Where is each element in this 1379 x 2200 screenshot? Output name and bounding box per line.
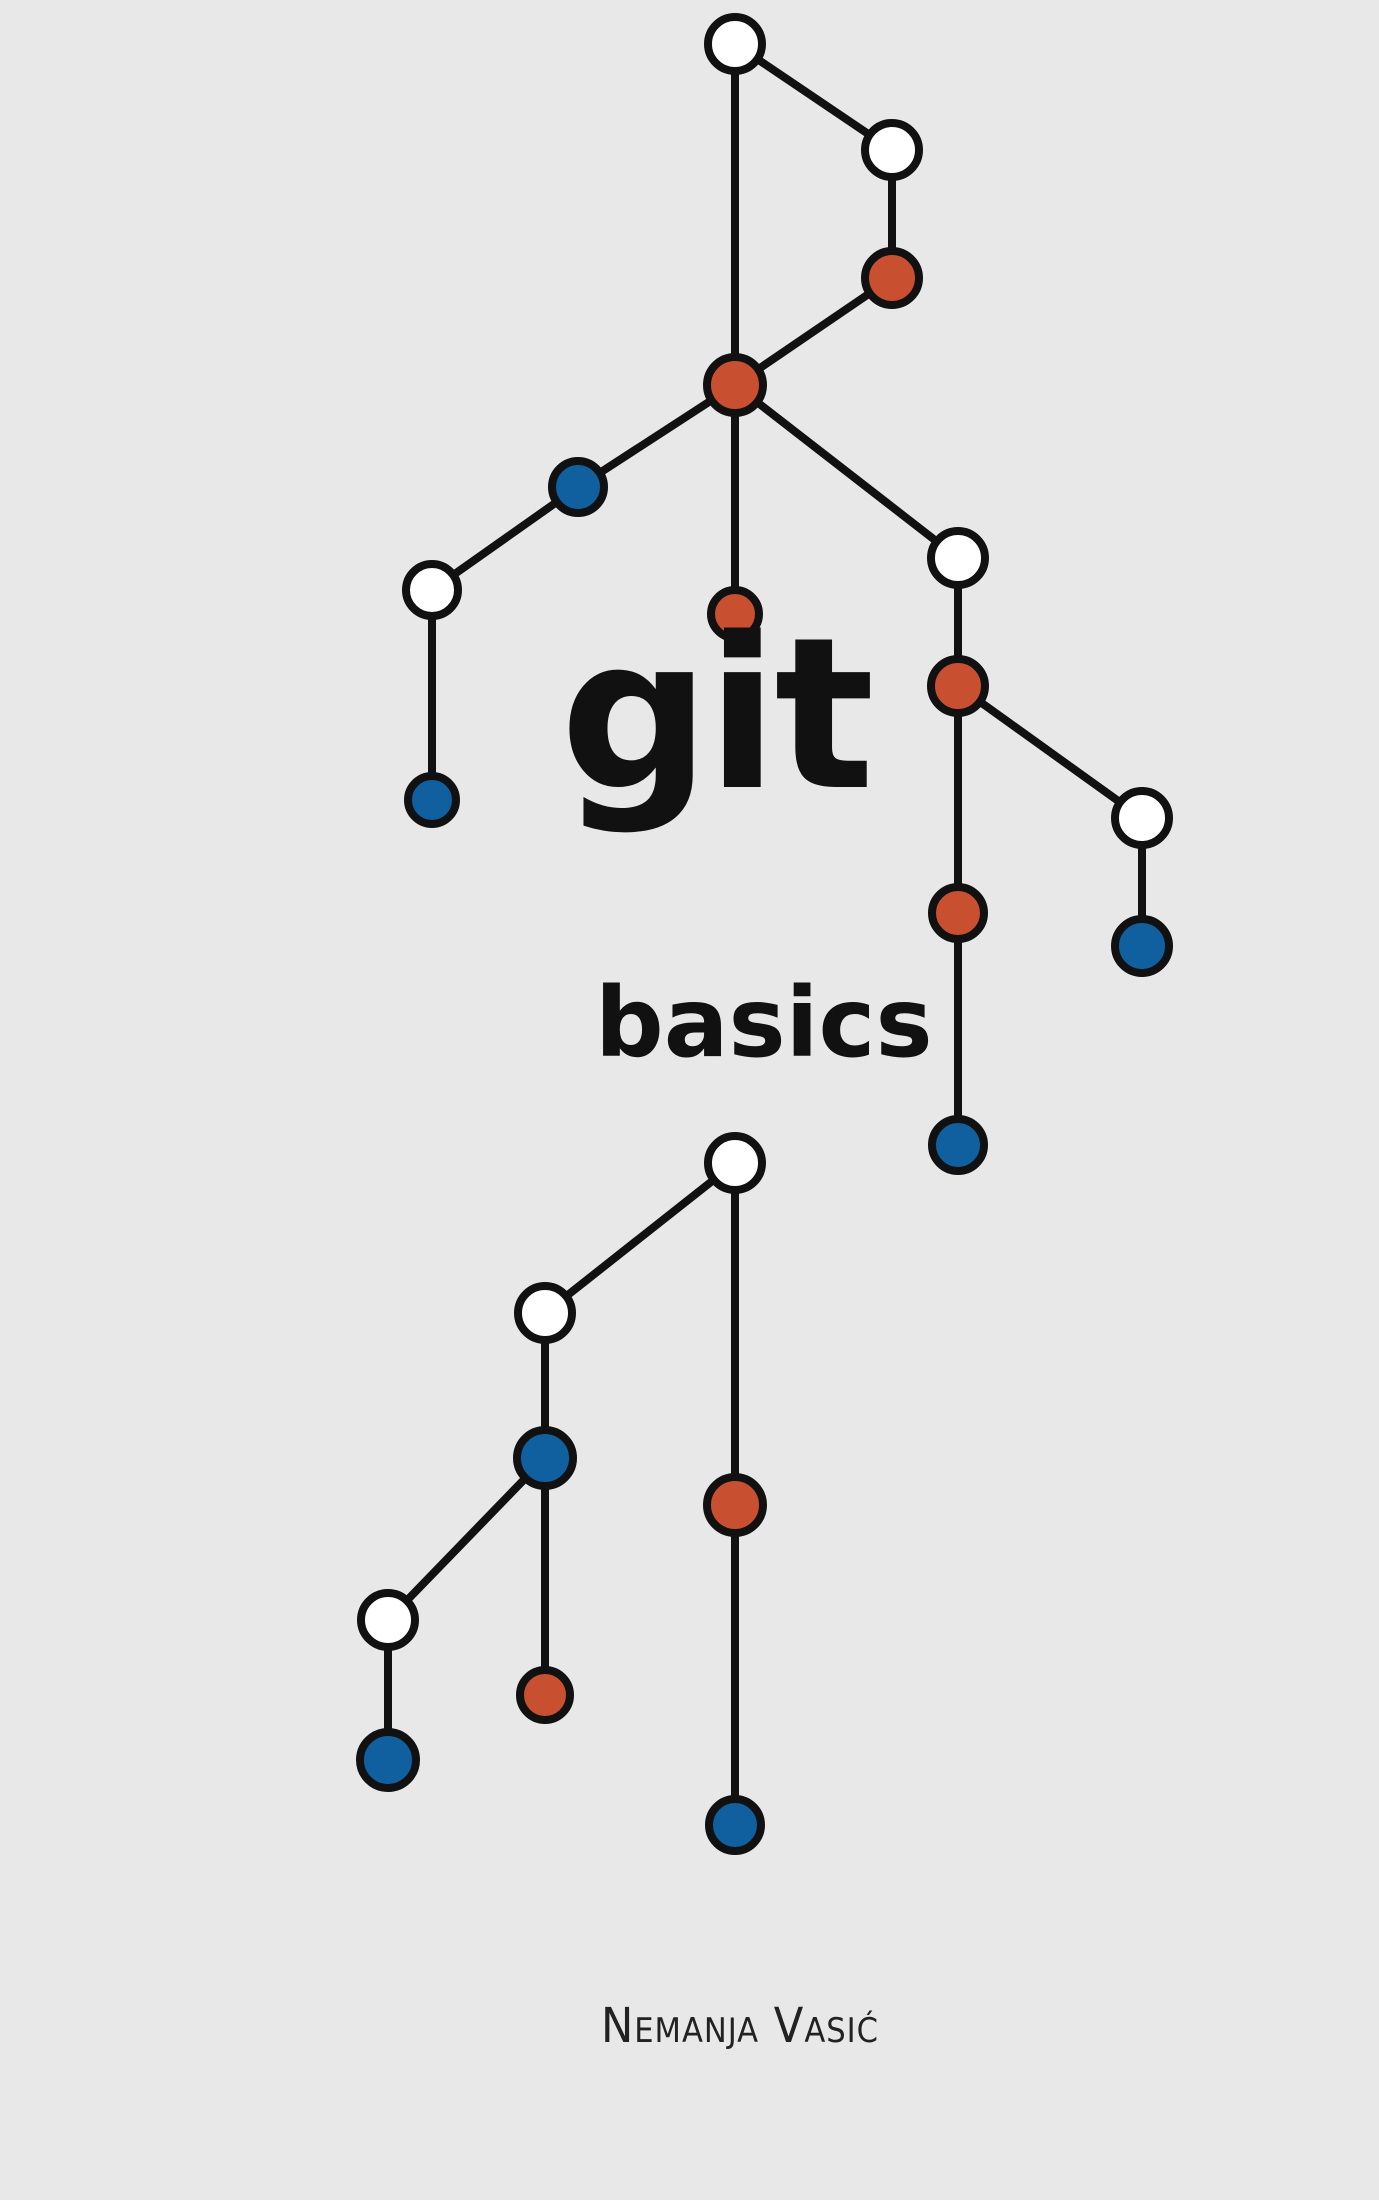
commit-node — [928, 1115, 988, 1175]
commit-node — [516, 1666, 574, 1724]
commit-node — [356, 1728, 420, 1792]
commit-node — [703, 353, 767, 417]
top-tree-nodes — [402, 13, 1173, 1175]
commit-node — [927, 655, 989, 717]
commit-node — [514, 1282, 576, 1344]
commit-node — [704, 1132, 766, 1194]
book-title: git — [560, 592, 875, 837]
author-name: Nemanja Vasić — [600, 1998, 880, 2054]
commit-node — [927, 527, 989, 589]
commit-node — [402, 560, 462, 620]
commit-node — [861, 119, 923, 181]
commit-node — [1111, 787, 1173, 849]
commit-node — [707, 586, 763, 642]
book-subtitle: basics — [595, 967, 933, 1079]
bottom-tree-edges — [384, 1159, 739, 1829]
commit-node — [513, 1426, 577, 1490]
commit-node — [705, 1795, 765, 1855]
commit-node — [703, 1473, 767, 1537]
commit-node — [704, 13, 766, 75]
commit-node — [1111, 915, 1173, 977]
commit-node — [404, 772, 460, 828]
commit-node — [357, 1589, 419, 1651]
bottom-tree-nodes — [356, 1132, 767, 1855]
commit-node — [861, 247, 923, 309]
commit-node — [928, 883, 988, 943]
commit-node — [548, 457, 608, 517]
